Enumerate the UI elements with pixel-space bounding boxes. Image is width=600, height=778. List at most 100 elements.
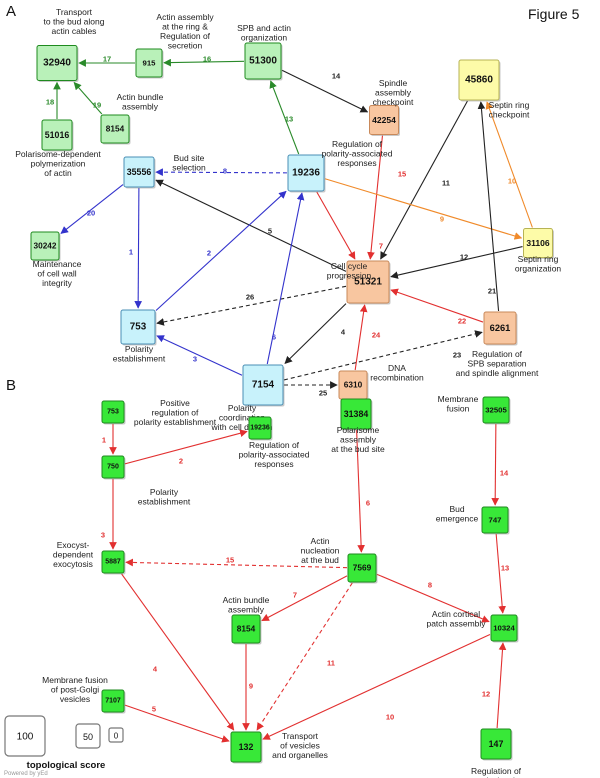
caption-line: and organelles [272, 750, 328, 760]
caption-line: Septin ring [518, 254, 559, 264]
caption-line: cortical actin [472, 776, 520, 778]
caption-line: regulation of [152, 408, 199, 418]
edge-a31106-a45860 [485, 101, 533, 228]
caption-line: recombination [370, 373, 424, 383]
caption-line: Regulation of [160, 31, 211, 41]
panel-label-a: A [6, 3, 16, 20]
edge-label-11: 11 [442, 179, 450, 188]
edge-label-9: 9 [249, 682, 253, 691]
edge-a45860-a51321 [380, 100, 468, 260]
edge-label-12: 12 [482, 690, 490, 699]
caption-line: Actin [311, 536, 330, 546]
edge-label-2: 2 [179, 457, 183, 466]
edge-label-1: 1 [102, 436, 106, 445]
caption-line: Regulation of [472, 349, 523, 359]
edge-label-7: 7 [379, 242, 383, 251]
edge-a42254-a51321 [367, 135, 384, 260]
edge-label-21: 21 [488, 287, 496, 296]
caption-line: of post-Golgi [51, 685, 99, 695]
caption-line: Polarity [150, 487, 179, 497]
legend-value-50: 50 [83, 732, 93, 742]
node-box [483, 311, 517, 345]
node-box [490, 614, 518, 642]
node-id: 51300 [249, 56, 277, 67]
node-id: 132 [239, 742, 254, 752]
edge-a7154-a19236 [266, 192, 305, 365]
node-box [244, 42, 282, 80]
node-box [231, 614, 261, 644]
caption-line: and spindle alignment [456, 368, 539, 378]
node-id: 753 [107, 409, 119, 416]
node-box [120, 309, 156, 345]
edge-label-7: 7 [293, 591, 297, 600]
node-id: 30242 [34, 242, 57, 251]
caption-line: exocytosis [53, 559, 93, 569]
edge-label-22: 22 [458, 317, 466, 326]
edge-b31384-b7569 [356, 429, 365, 553]
edge-label-5: 5 [152, 705, 156, 714]
node-id: 51016 [45, 130, 70, 140]
caption-line: of actin [44, 168, 72, 178]
node-id: 35556 [127, 167, 152, 177]
node-id: 42254 [372, 115, 396, 125]
caption-line: Polarisome [337, 425, 380, 435]
edge-label-16: 16 [203, 55, 211, 64]
edge-a19236-a51300 [269, 80, 300, 155]
node-box [30, 231, 60, 261]
edge-label-24: 24 [372, 331, 381, 340]
node-box [248, 416, 272, 440]
caption-line: Exocyst- [57, 540, 90, 550]
caption-line: Spindle [379, 78, 408, 88]
edge-label-26: 26 [246, 293, 254, 302]
edge-a7154-a6261 [283, 330, 483, 381]
node-box [346, 260, 390, 304]
caption-line: establishment [138, 497, 191, 507]
caption-line: vesicles [60, 694, 90, 704]
node-box [41, 119, 73, 151]
edge-label-18: 18 [46, 98, 54, 107]
caption-line: checkpoint [373, 97, 414, 107]
edge-a51300-a915 [163, 58, 245, 67]
edge-label-3: 3 [193, 355, 197, 364]
node-box [101, 550, 125, 574]
caption-line: DNA [388, 363, 406, 373]
caption-line: checkpoint [489, 110, 530, 120]
